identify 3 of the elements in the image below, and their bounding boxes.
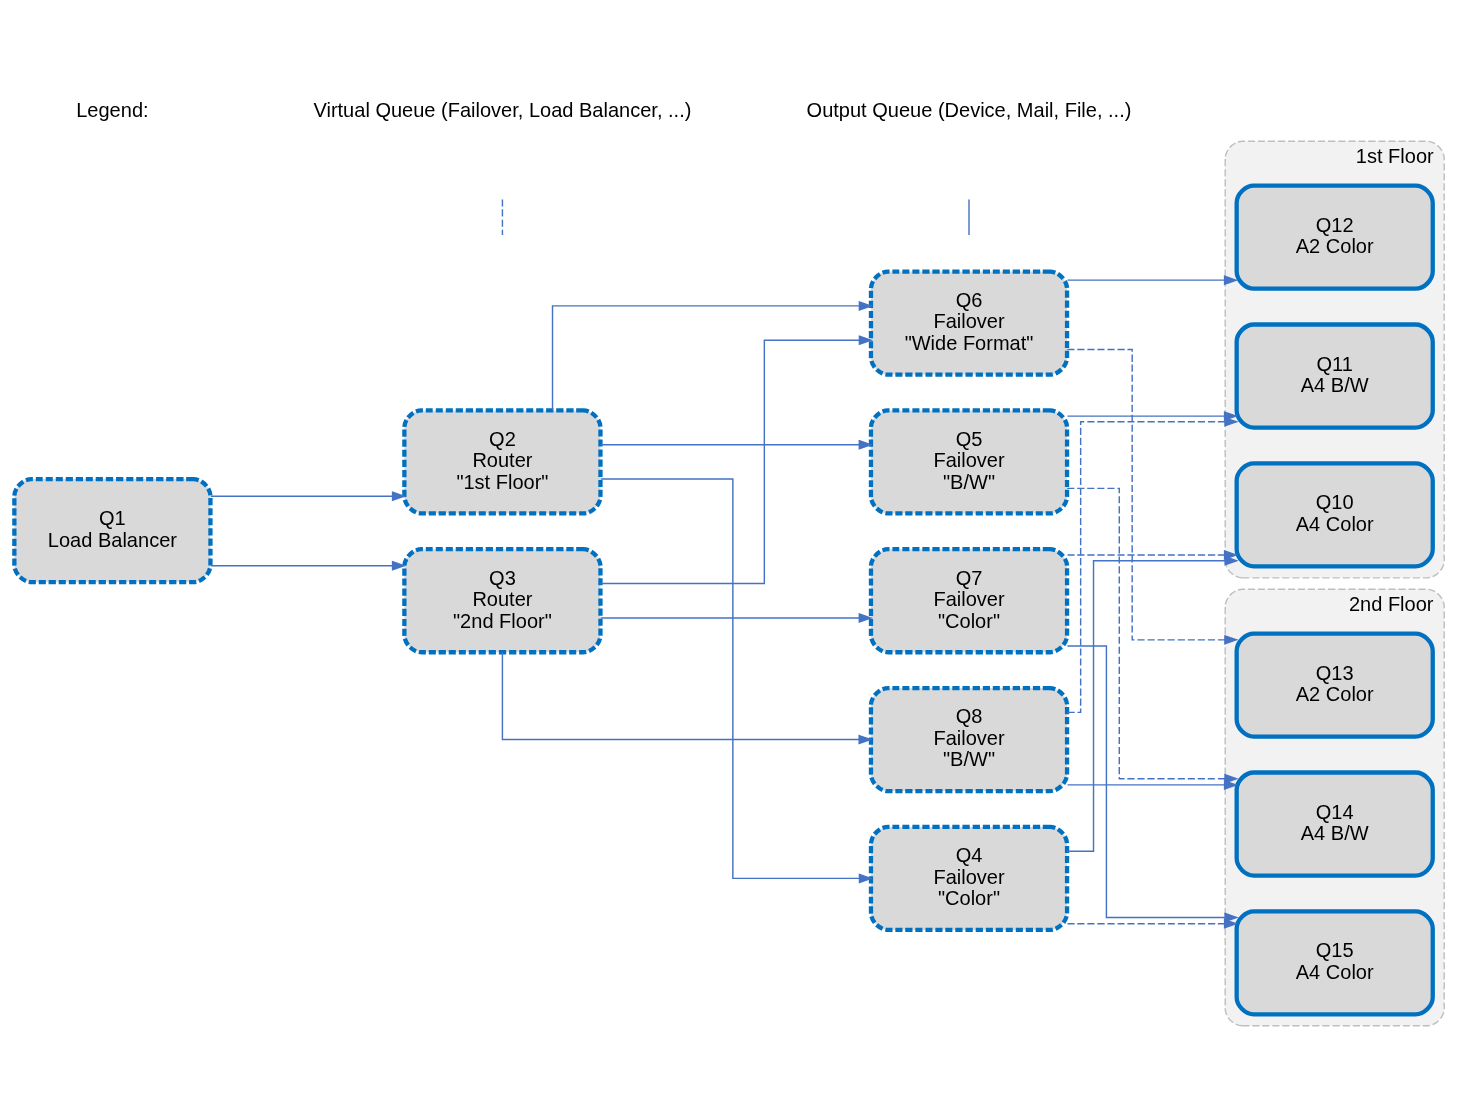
label: Legend: [76,98,149,121]
legend-label: Output Queue (Device, Mail, File, ...) [806,98,1132,121]
legend-label: Virtual Queue (Failover, Load Balancer, ...) [313,98,692,121]
